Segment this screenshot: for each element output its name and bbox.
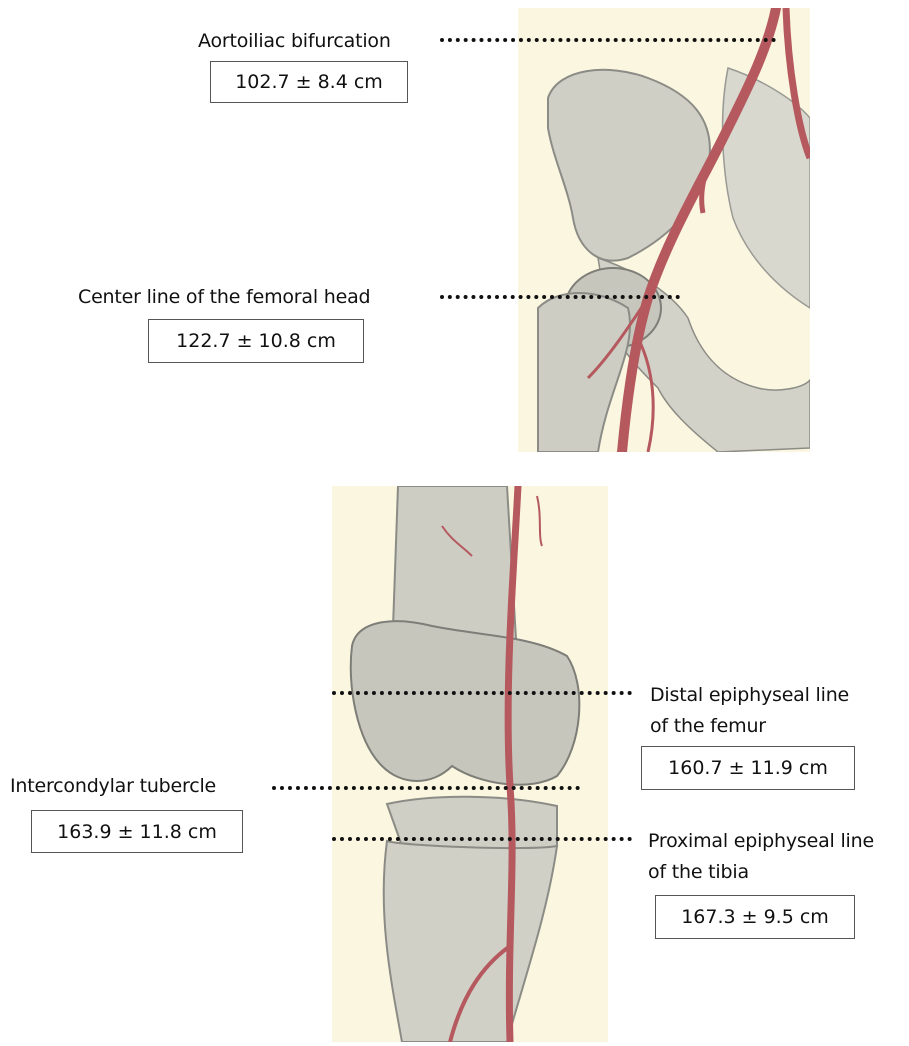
distal-femur-label-line2: of the femur [650, 714, 766, 738]
proximal-tibia-label-line1: Proximal epiphyseal line [648, 829, 874, 853]
aortoiliac-label: Aortoiliac bifurcation [198, 29, 391, 53]
distal-femur-dotted-line [332, 691, 632, 695]
proximal-tibia-label-line2: of the tibia [648, 860, 749, 884]
intercondylar-dotted-line [272, 786, 580, 790]
distal-femur-label-line1: Distal epiphyseal line [650, 683, 849, 707]
femoral-head-dotted-line [440, 295, 680, 299]
aortoiliac-value-box: 102.7 ± 8.4 cm [210, 61, 408, 103]
intercondylar-label: Intercondylar tubercle [10, 774, 216, 798]
proximal-tibia-value-box: 167.3 ± 9.5 cm [655, 895, 855, 939]
distal-femur-value-box: 160.7 ± 11.9 cm [641, 746, 855, 790]
pelvis-image [518, 8, 810, 452]
proximal-tibia-dotted-line [332, 837, 632, 841]
knee-image [332, 486, 608, 1042]
femoral-head-value-box: 122.7 ± 10.8 cm [148, 319, 364, 363]
aortoiliac-dotted-line [440, 38, 776, 42]
intercondylar-value-box: 163.9 ± 11.8 cm [31, 810, 243, 853]
femoral-head-label: Center line of the femoral head [78, 285, 370, 309]
